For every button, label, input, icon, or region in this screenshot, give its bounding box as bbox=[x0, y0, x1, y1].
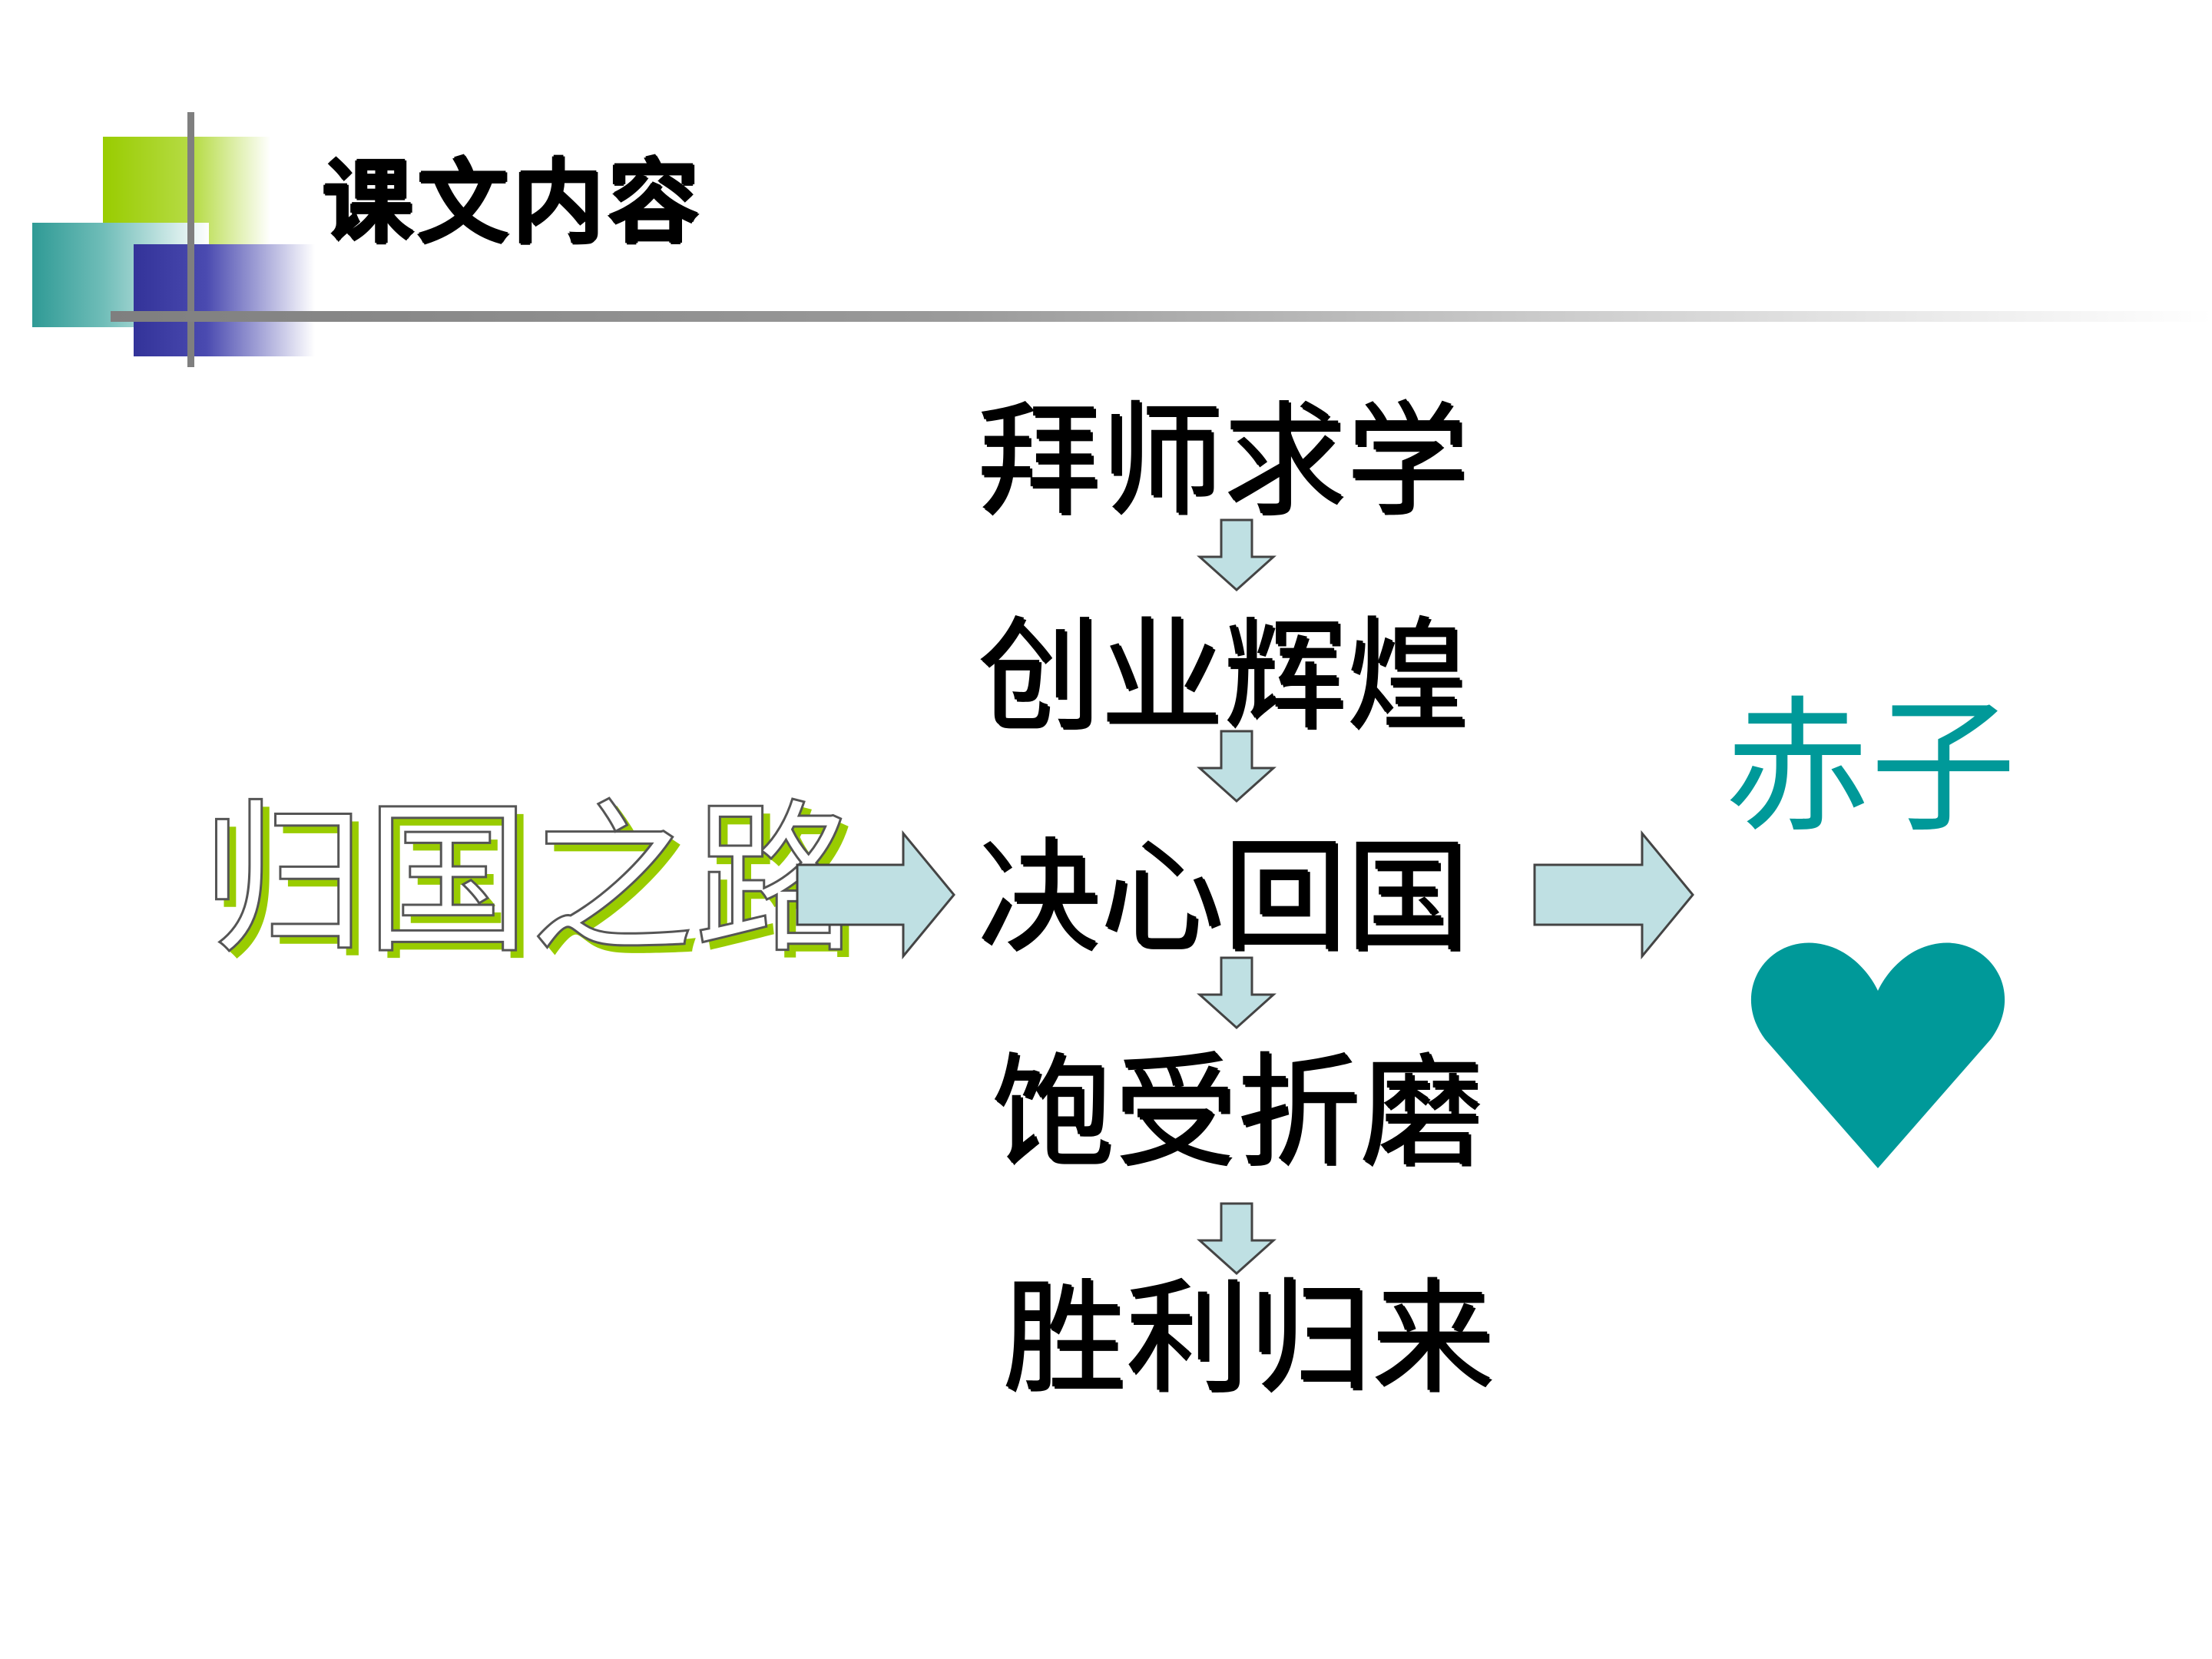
flow-step: 拜师求学 bbox=[977, 389, 1469, 532]
down-arrow-icon bbox=[1197, 1202, 1277, 1276]
down-arrow-icon bbox=[1197, 518, 1277, 592]
down-arrow-icon bbox=[1197, 730, 1277, 803]
heart-icon bbox=[1750, 942, 2005, 1168]
slide-title: 课文内容 bbox=[323, 150, 704, 256]
main-topic-text: 归国之路 bbox=[200, 785, 860, 976]
right-arrow-icon bbox=[1533, 830, 1694, 960]
header-vertical-line bbox=[187, 112, 194, 367]
flow-step: 饱受折磨 bbox=[991, 1040, 1483, 1184]
right-arrow-icon bbox=[796, 830, 955, 960]
header-divider-line bbox=[111, 311, 2212, 322]
result-label: 赤子 bbox=[1724, 683, 2017, 853]
header-decoration-navy bbox=[134, 244, 315, 356]
flow-step: 决心回国 bbox=[977, 825, 1469, 969]
flow-step: 创业辉煌 bbox=[977, 604, 1469, 747]
down-arrow-icon bbox=[1197, 956, 1277, 1030]
flow-step: 胜利归来 bbox=[1002, 1266, 1495, 1409]
